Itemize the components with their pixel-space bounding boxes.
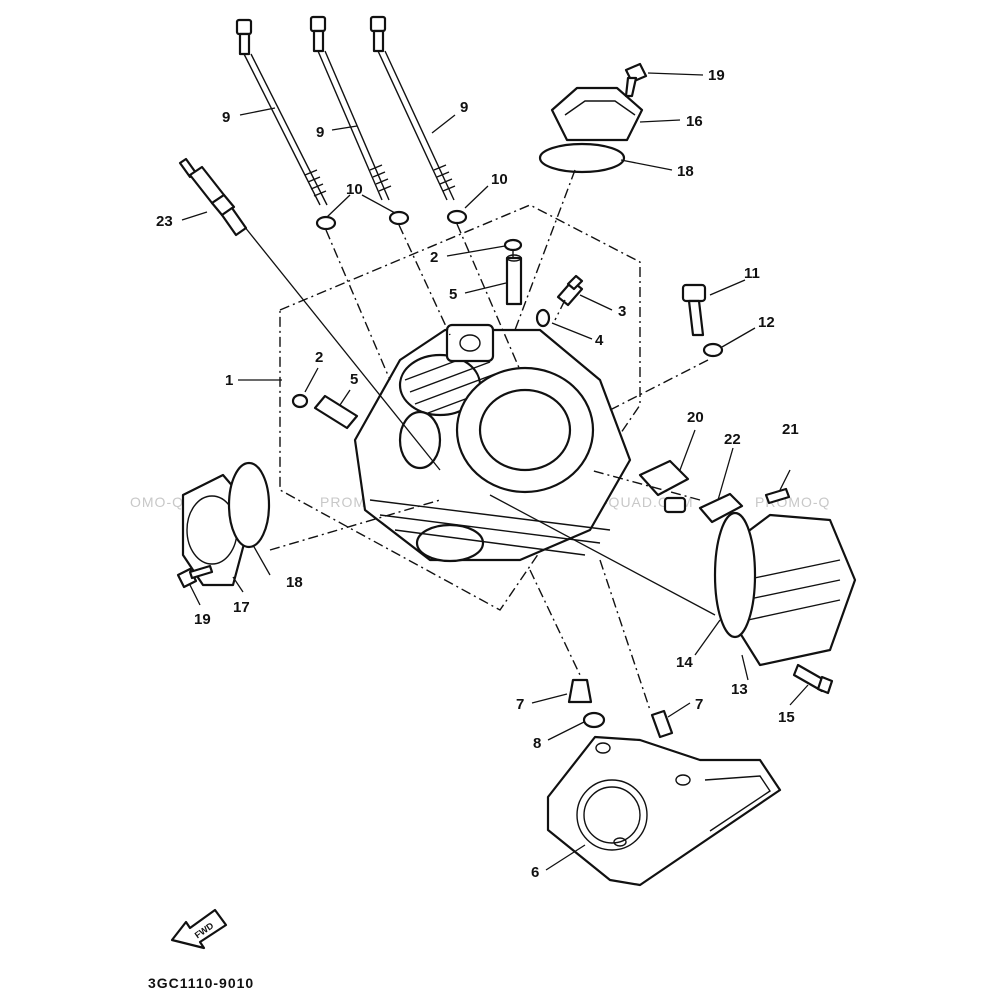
washer	[388, 210, 410, 226]
callout-2: 2	[315, 349, 323, 366]
callout-9: 9	[222, 109, 230, 126]
alignment-lines	[269, 169, 709, 711]
callout-8: 8	[533, 735, 541, 752]
callout-19: 19	[708, 67, 725, 84]
bolt	[792, 663, 834, 695]
spark-plug	[178, 157, 248, 237]
bolt	[556, 274, 584, 307]
callout-9: 9	[316, 124, 324, 141]
valve-guide	[505, 256, 523, 306]
o-ring	[582, 711, 606, 729]
callout-10: 10	[491, 171, 508, 188]
callout-17: 17	[233, 599, 250, 616]
fwd-direction-badge: FWD	[170, 908, 228, 950]
cylinder-head	[353, 323, 632, 563]
washer	[702, 342, 724, 358]
callout-20: 20	[687, 409, 704, 426]
hex-bolt	[681, 283, 707, 337]
cylinder-head-gasket	[546, 735, 782, 887]
diagram-code: 3GC1110-9010	[148, 975, 254, 991]
callout-3: 3	[618, 303, 626, 320]
callout-11: 11	[744, 265, 760, 282]
bolt-small	[624, 62, 648, 98]
dowel-pin	[650, 709, 674, 739]
callout-18: 18	[677, 163, 694, 180]
stud-bolt-right	[369, 15, 456, 201]
callout-21: 21	[782, 421, 799, 438]
callout-5: 5	[449, 286, 457, 303]
callout-12: 12	[758, 314, 775, 331]
circlip	[291, 393, 309, 409]
bolt-small	[176, 564, 214, 589]
callout-4: 4	[595, 332, 604, 349]
callout-9: 9	[460, 99, 468, 116]
dowel-pin	[567, 678, 593, 704]
bolt-small	[764, 487, 791, 505]
callout-18: 18	[286, 574, 303, 591]
callout-23: 23	[156, 213, 173, 230]
callout-labels: 9 9 9 10 10 23 2 5 3 4 1 2 5 19 16 18 11…	[156, 67, 799, 881]
callout-5: 5	[350, 371, 358, 388]
leader-lines	[181, 72, 809, 871]
valve-guide	[313, 394, 359, 430]
callout-22: 22	[724, 431, 741, 448]
gasket-ring	[713, 511, 757, 639]
callout-14: 14	[676, 654, 693, 671]
callout-16: 16	[686, 113, 703, 130]
callout-7: 7	[695, 696, 703, 713]
circlip	[503, 238, 523, 252]
callout-6: 6	[531, 864, 539, 881]
callout-13: 13	[731, 681, 748, 698]
callout-7: 7	[516, 696, 524, 713]
gasket-ring	[538, 142, 626, 174]
callout-19: 19	[194, 611, 211, 628]
callout-15: 15	[778, 709, 795, 726]
callout-10: 10	[346, 181, 363, 198]
gasket	[698, 492, 744, 524]
washer	[446, 209, 468, 225]
stud-bolt-middle	[309, 15, 392, 201]
callout-1: 1	[225, 372, 233, 389]
callout-2: 2	[430, 249, 438, 266]
o-ring	[535, 308, 551, 328]
washer	[315, 215, 337, 231]
cap	[550, 86, 644, 142]
gasket-ring	[227, 461, 271, 549]
stud-bolt-left	[235, 18, 328, 206]
